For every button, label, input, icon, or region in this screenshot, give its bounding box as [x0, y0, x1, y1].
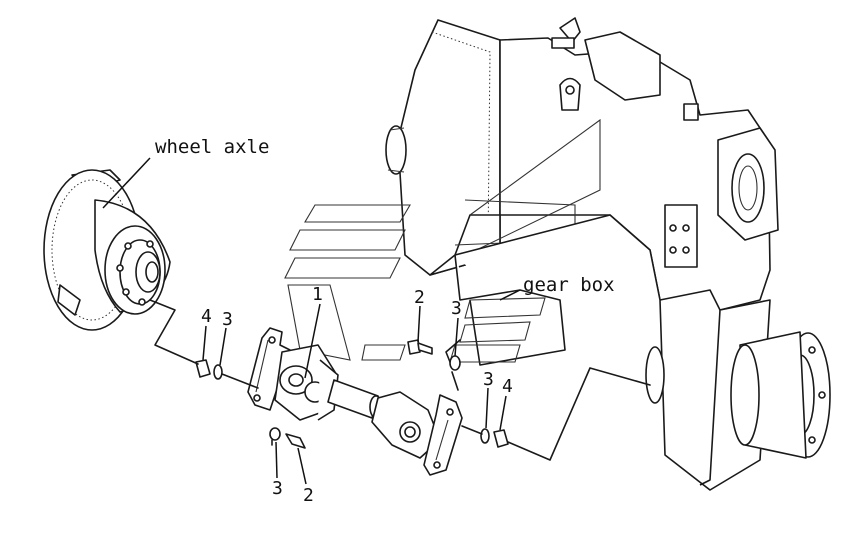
fasteners	[195, 339, 509, 449]
callout-2-bolt-top: 2	[414, 287, 425, 308]
gear-box-housing	[385, 17, 831, 491]
wheel-axle-hub	[43, 169, 171, 331]
callout-3-washer-top: 3	[451, 298, 462, 319]
drive-shaft-assembly	[247, 327, 463, 476]
callout-2-bolt-bottom: 2	[303, 485, 314, 506]
callout-4-nut-right: 4	[502, 376, 513, 397]
callout-3-washer-bottom: 3	[272, 478, 283, 499]
callout-4-nut-left: 4	[201, 306, 212, 327]
housing-shading	[284, 204, 546, 363]
callout-1-shaft: 1	[312, 284, 323, 305]
gear-box-label: gear box	[523, 274, 615, 296]
callout-3-washer-left: 3	[222, 309, 233, 330]
callout-3-washer-right: 3	[483, 369, 494, 390]
leader-lines	[102, 157, 521, 485]
assembly-lines	[149, 299, 651, 461]
wheel-axle-label: wheel axle	[155, 136, 269, 158]
